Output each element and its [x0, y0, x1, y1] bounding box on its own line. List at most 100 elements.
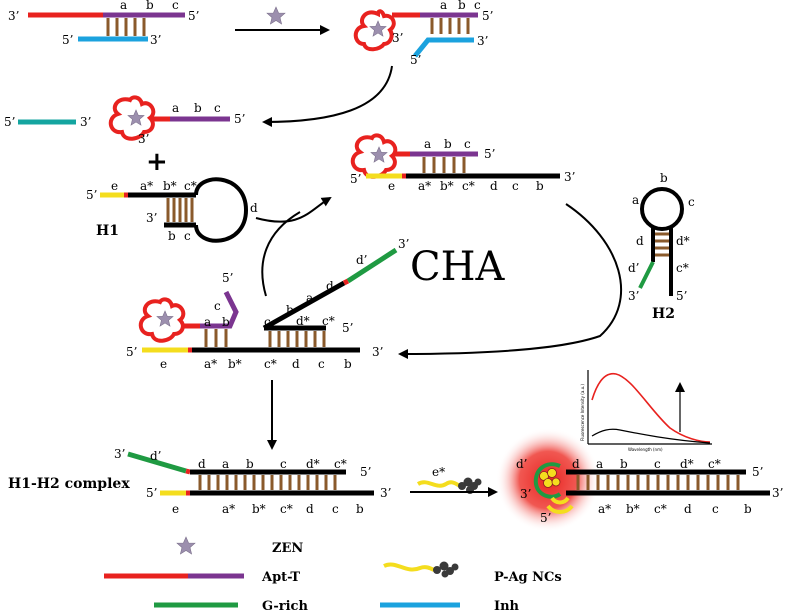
zen-star-icon	[156, 310, 174, 327]
label: b	[344, 357, 352, 371]
label: b	[168, 229, 176, 243]
label: c	[474, 0, 481, 12]
label: b	[536, 179, 544, 193]
label: 5’	[222, 271, 233, 285]
label: 5’	[484, 147, 495, 161]
label: d*	[296, 314, 310, 328]
label: d’	[516, 457, 528, 471]
label: e*	[432, 465, 445, 479]
label: c	[512, 179, 519, 193]
label: a	[596, 457, 603, 471]
plus-sign: +	[146, 147, 168, 177]
label: 5’	[482, 9, 493, 23]
apt-t-zen-bound: 3’ 5’ a b c 5’ 3’	[353, 0, 493, 67]
cha-intermediate: 5’ c a b 5’ 3’ c b a d d’ 3’ d* c* 5’ e …	[126, 237, 409, 371]
label: 3’	[8, 9, 19, 23]
label: a	[440, 0, 447, 12]
label: a*	[222, 502, 235, 516]
label: e	[172, 502, 179, 516]
label: 3’	[80, 115, 91, 129]
label: b*	[163, 179, 177, 193]
label: 5’	[676, 289, 687, 303]
label: b	[744, 502, 752, 516]
label: a	[172, 101, 179, 115]
zen-star-icon	[127, 109, 145, 126]
label: b	[194, 101, 202, 115]
label: d	[326, 279, 334, 293]
legend-apt-t: Apt-T	[261, 570, 300, 585]
apt-t-inh-duplex: 3’ 5’ a b c 5’ 3’	[8, 0, 199, 47]
label: 5’	[234, 112, 245, 126]
label: b	[458, 0, 466, 12]
label: 3’	[772, 486, 783, 500]
label: 5’	[62, 33, 73, 47]
label: 3’	[398, 237, 409, 251]
label: b	[286, 303, 294, 317]
label: d*	[306, 457, 320, 471]
label: e	[160, 357, 167, 371]
label: 3’	[372, 345, 383, 359]
h1-name: H1	[96, 223, 119, 239]
label: 5’	[4, 115, 15, 129]
inset-ylabel: Fluorescence Intensity (a.u.)	[580, 384, 585, 441]
label: b	[222, 315, 230, 329]
label: d’	[150, 449, 162, 463]
h1-opened-complex: 5’ a b c 5’ 3’ e a* b* c* d c b	[350, 133, 575, 193]
zen-star-icon	[370, 146, 388, 163]
label: d*	[676, 234, 690, 248]
label: a*	[418, 179, 431, 193]
label: d	[306, 502, 314, 516]
reaction-arrow	[262, 65, 393, 127]
label: 3’	[138, 132, 149, 146]
label: c	[264, 315, 271, 329]
label: c	[332, 502, 339, 516]
fluorescence-inset: Fluorescence Intensity (a.u.) Wavelength…	[580, 370, 712, 452]
legend-p-ag-strand	[383, 562, 435, 572]
label: 5’	[350, 172, 361, 186]
label: c*	[264, 357, 277, 371]
label: b	[444, 137, 452, 151]
label: 5’	[146, 486, 157, 500]
label: b	[660, 171, 668, 185]
label: b*	[228, 357, 242, 371]
label: d	[490, 179, 498, 193]
label: c	[280, 457, 287, 471]
label: c*	[280, 502, 293, 516]
label: d	[250, 201, 258, 215]
label: 3’	[628, 289, 639, 303]
label: b*	[440, 179, 454, 193]
label: c	[184, 229, 191, 243]
label: 3’	[564, 170, 575, 184]
legend-g-rich: G-rich	[262, 599, 308, 614]
label: c*	[322, 314, 335, 328]
h1-hairpin: 5’ e a* b* c* d 3’ b c H1	[86, 177, 258, 243]
label: a	[306, 291, 313, 305]
label: a	[120, 0, 127, 12]
label: a*	[140, 179, 153, 193]
label: 3’	[150, 33, 161, 47]
label: c	[318, 357, 325, 371]
h2-name: H2	[652, 306, 675, 322]
label: c	[712, 502, 719, 516]
inset-spectrum-low	[591, 428, 711, 444]
label: d	[198, 457, 206, 471]
label: e	[111, 179, 118, 193]
label: c	[214, 101, 221, 115]
label: 5’	[342, 321, 353, 335]
label: 3’	[146, 211, 157, 225]
label: 3’	[520, 487, 531, 501]
label: 5’	[752, 465, 763, 479]
label: a*	[598, 502, 611, 516]
p-ag-probe: e*	[416, 465, 482, 494]
label: d	[572, 457, 580, 471]
label: 5’	[540, 511, 551, 525]
zen-star-icon	[176, 536, 196, 555]
label: 3’	[477, 34, 488, 48]
label: c*	[334, 457, 347, 471]
inh-free-strand: 5’ 3’	[4, 115, 91, 129]
label: b	[620, 457, 628, 471]
label: 3’	[114, 447, 125, 461]
label: c	[688, 195, 695, 209]
